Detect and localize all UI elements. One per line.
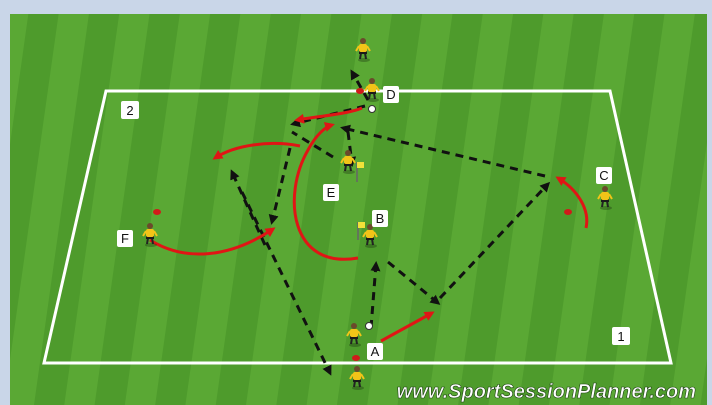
run-arrow-b-curve bbox=[292, 122, 359, 261]
svg-text:D: D bbox=[386, 87, 395, 102]
flag-marker-icon bbox=[357, 222, 365, 240]
zone-label-1: 1 bbox=[612, 327, 630, 345]
player-icon bbox=[362, 224, 378, 248]
pass-arrow-to-c bbox=[438, 181, 551, 300]
player-icon bbox=[364, 78, 380, 102]
run-arrow-c bbox=[555, 176, 589, 229]
label-f: F bbox=[117, 230, 133, 247]
svg-text:A: A bbox=[371, 344, 380, 359]
cone-icon bbox=[356, 88, 364, 94]
cone-icon bbox=[153, 209, 161, 215]
svg-text:1: 1 bbox=[617, 329, 624, 344]
player-icon bbox=[340, 150, 356, 174]
label-e: E bbox=[323, 184, 339, 201]
pass-arrow-d-across bbox=[290, 104, 366, 128]
label-b: B bbox=[372, 210, 388, 227]
pass-arrow-c-to-d bbox=[340, 124, 546, 178]
run-arrow-b-forward bbox=[387, 260, 441, 305]
run-arrow-to-e bbox=[346, 131, 357, 167]
cone-icon bbox=[564, 209, 572, 215]
player-icon bbox=[349, 366, 365, 390]
svg-text:C: C bbox=[599, 168, 608, 183]
ball-icon bbox=[368, 105, 376, 113]
player-icon bbox=[346, 323, 362, 347]
cone-icon bbox=[352, 355, 360, 361]
run-arrow-d-out bbox=[350, 69, 370, 101]
player-icon bbox=[355, 38, 371, 62]
pass-arrow-to-f-zone bbox=[268, 147, 292, 225]
label-d: D bbox=[383, 86, 399, 103]
playing-area-boundary bbox=[42, 89, 673, 365]
player-icon bbox=[142, 223, 158, 247]
svg-text:2: 2 bbox=[126, 103, 133, 118]
player-icon bbox=[597, 186, 613, 210]
run-arrow-a bbox=[380, 311, 435, 343]
flag-marker-icon bbox=[356, 162, 364, 182]
run-arrow-d-pass bbox=[294, 106, 363, 124]
svg-text:B: B bbox=[376, 211, 385, 226]
pass-arrow-long-to-a bbox=[240, 191, 332, 376]
watermark: www.SportSessionPlanner.com bbox=[397, 381, 696, 403]
ball-icon bbox=[365, 322, 373, 330]
run-arrow-e-curve bbox=[212, 141, 301, 160]
pass-arrow-a-to-b bbox=[369, 261, 381, 329]
svg-text:F: F bbox=[121, 231, 129, 246]
run-arrow-f bbox=[149, 227, 276, 256]
label-a: A bbox=[367, 343, 383, 360]
zone-label-2: 2 bbox=[121, 101, 139, 119]
label-c: C bbox=[596, 167, 612, 184]
svg-text:E: E bbox=[327, 185, 336, 200]
players-group bbox=[142, 38, 613, 390]
